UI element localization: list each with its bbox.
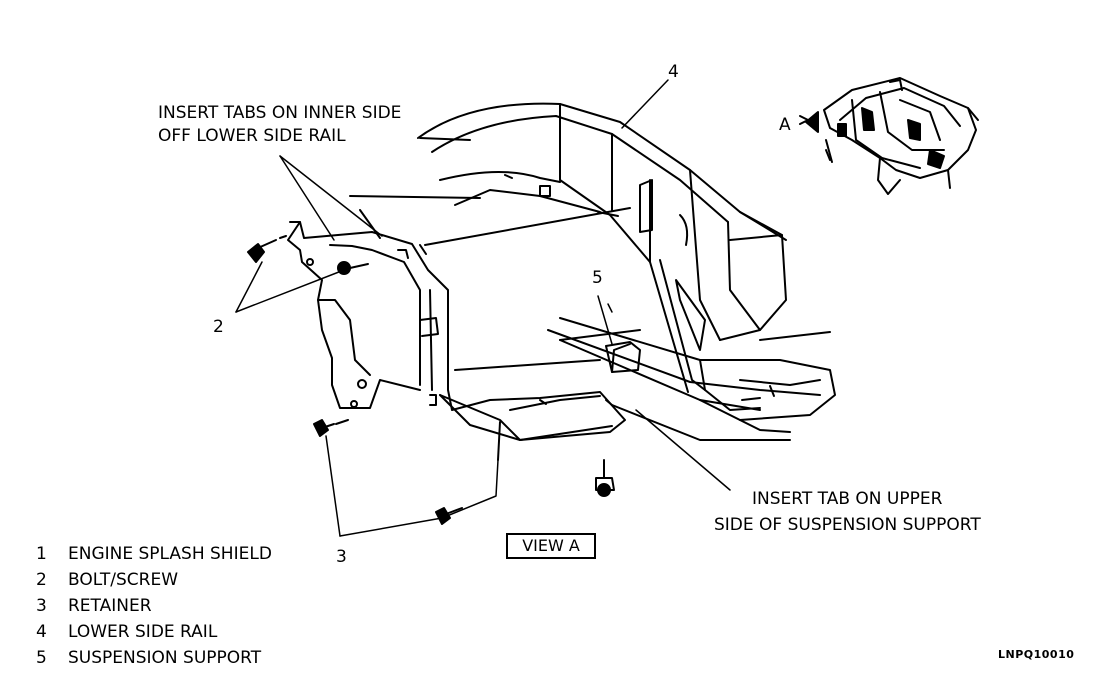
inset-view	[799, 77, 979, 195]
callout-insert-tab-line2: SIDE OF SUSPENSION SUPPORT	[714, 515, 981, 535]
legend-number: 3	[36, 596, 47, 616]
bolt-icon	[247, 235, 287, 263]
legend-item: 1 ENGINE SPLASH SHIELD	[36, 541, 272, 567]
legend: 1 ENGINE SPLASH SHIELD 2 BOLT/SCREW 3 RE…	[36, 541, 272, 671]
retainer-icon	[313, 419, 349, 437]
legend-number: 5	[36, 648, 47, 668]
legend-item: 3 RETAINER	[36, 593, 272, 619]
bolt-icon	[595, 459, 615, 497]
callout-insert-tabs-line1: INSERT TABS ON INNER SIDE	[158, 103, 401, 123]
view-a-label: VIEW A	[506, 533, 596, 559]
legend-item: 2 BOLT/SCREW	[36, 567, 272, 593]
legend-label: LOWER SIDE RAIL	[68, 622, 218, 642]
legend-number: 2	[36, 570, 47, 590]
callout-number-5: 5	[592, 268, 603, 288]
lower-side-rail	[349, 102, 787, 393]
engine-splash-shield	[287, 209, 626, 441]
callout-number-2: 2	[213, 317, 224, 337]
legend-number: 4	[36, 622, 47, 642]
legend-number: 1	[36, 544, 47, 564]
legend-item: 5 SUSPENSION SUPPORT	[36, 645, 272, 671]
legend-label: BOLT/SCREW	[68, 570, 179, 590]
figure-code: LNPQ10010	[998, 648, 1075, 661]
callout-insert-tabs-line2: OFF LOWER SIDE RAIL	[158, 126, 346, 146]
legend-label: ENGINE SPLASH SHIELD	[68, 544, 272, 564]
legend-label: RETAINER	[68, 596, 152, 616]
callout-number-3: 3	[336, 547, 347, 567]
legend-item: 4 LOWER SIDE RAIL	[36, 619, 272, 645]
inset-letter: A	[779, 115, 791, 135]
callout-number-4: 4	[668, 62, 679, 82]
callout-insert-tab-line1: INSERT TAB ON UPPER	[752, 489, 943, 509]
legend-label: SUSPENSION SUPPORT	[68, 648, 262, 668]
leader-lines	[235, 79, 731, 537]
bolt-icon	[337, 261, 369, 275]
retainer-icon	[435, 507, 463, 525]
suspension-support	[454, 317, 836, 441]
